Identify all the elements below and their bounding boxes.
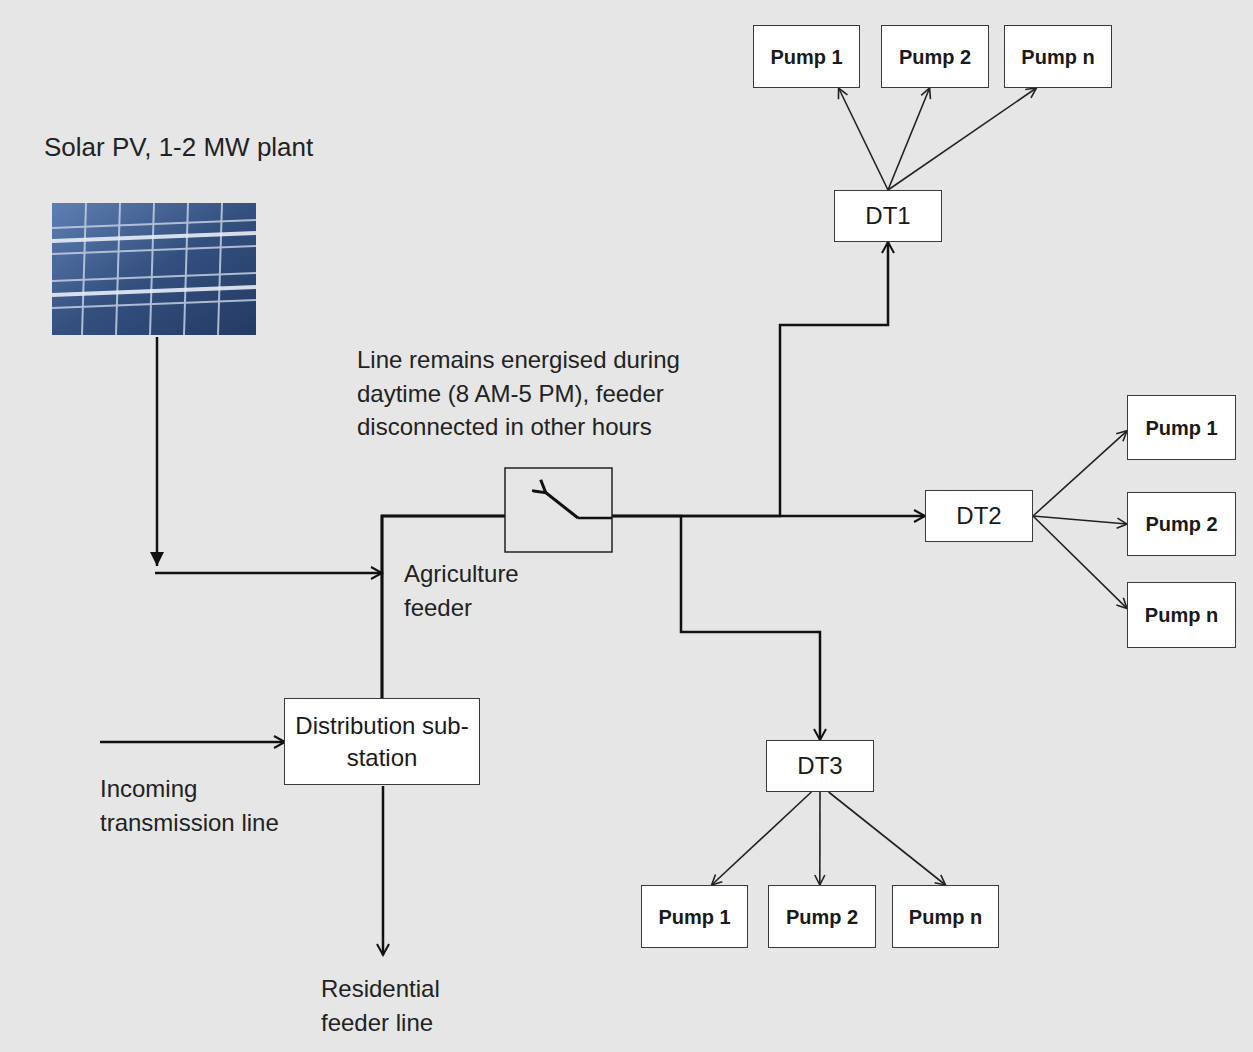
box-text: DT2 <box>956 500 1001 531</box>
switch-symbol <box>505 468 612 552</box>
feeder-label: Agriculture feeder <box>404 557 554 624</box>
pump-box: Pump 1 <box>641 885 748 948</box>
solar-feed-arrow <box>155 572 382 575</box>
transformer-box: DT2 <box>925 490 1033 542</box>
transformer-box: DT3 <box>766 740 874 792</box>
box-text: Pump 1 <box>770 44 842 70</box>
box-text: DT3 <box>797 750 842 781</box>
residential-arrow <box>382 786 385 955</box>
supply-arrow <box>1033 516 1127 524</box>
pump-box: Pump 2 <box>768 885 876 948</box>
plant-title: Solar PV, 1-2 MW plant <box>44 129 313 165</box>
substation-box: Distribution sub-station <box>284 698 480 785</box>
pump-box: Pump 2 <box>881 25 989 88</box>
feeder-line <box>382 516 925 698</box>
pump-box: Pump n <box>1127 582 1236 648</box>
line-label: Incoming transmission line <box>100 772 315 839</box>
pump-box: Pump n <box>1004 25 1112 88</box>
box-text: Pump 2 <box>899 44 971 70</box>
pump-box: Pump 1 <box>1127 395 1236 460</box>
pump-box: Pump 2 <box>1127 492 1236 556</box>
pump-box: Pump n <box>892 885 999 948</box>
box-text: Pump 2 <box>1145 511 1217 537</box>
box-text: Pump 2 <box>786 904 858 930</box>
box-text: Pump 1 <box>658 904 730 930</box>
supply-arrow <box>712 792 812 885</box>
transformer-box: DT1 <box>834 190 942 242</box>
supply-arrow <box>1033 431 1127 516</box>
box-text: Pump n <box>1021 44 1094 70</box>
operation-note: Line remains energised during daytime (8… <box>357 343 732 444</box>
box-text: Pump n <box>1145 602 1218 628</box>
box-text: DT1 <box>865 200 910 231</box>
feeder-line <box>382 242 888 698</box>
supply-arrow <box>819 792 821 885</box>
supply-arrow <box>839 88 888 190</box>
feeder-label: Residential feeder line <box>321 972 471 1039</box>
supply-arrow <box>888 88 930 190</box>
solar-panel-picture <box>52 203 256 335</box>
transmission-arrow <box>100 741 285 744</box>
solar-output-arrow <box>156 337 159 566</box>
pump-box: Pump 1 <box>753 25 860 88</box>
supply-arrow <box>829 792 946 885</box>
box-text: Distribution sub-station <box>293 710 471 772</box>
supply-arrow <box>888 88 1036 190</box>
box-text: Pump n <box>909 904 982 930</box>
supply-arrow <box>1033 516 1127 608</box>
box-text: Pump 1 <box>1145 415 1217 441</box>
